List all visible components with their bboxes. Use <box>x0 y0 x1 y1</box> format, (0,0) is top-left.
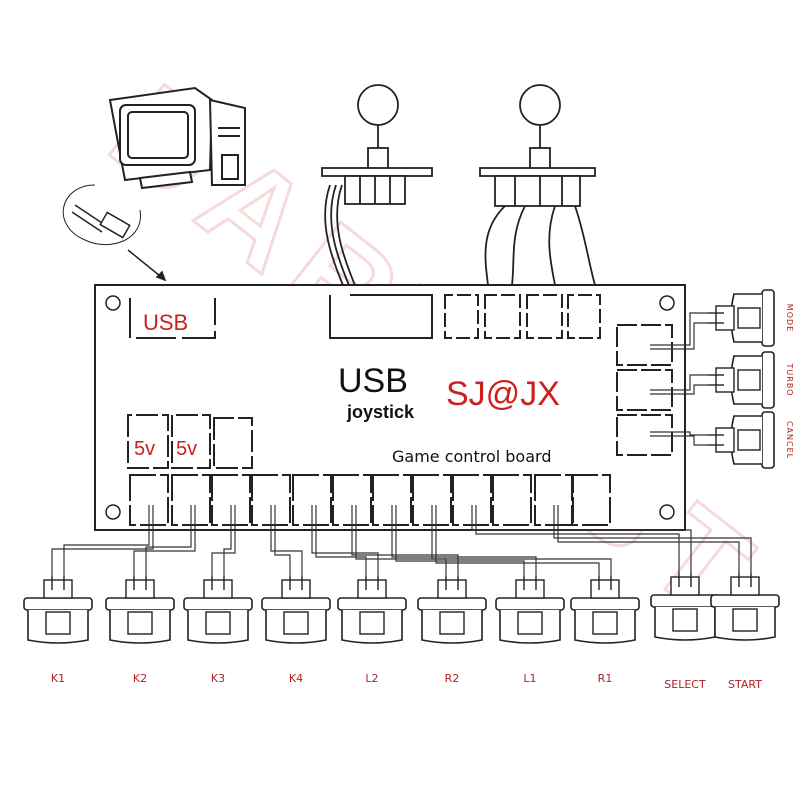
bottom-connector <box>452 474 492 526</box>
arcade-button-turbo: TURBO <box>708 351 794 409</box>
bottom-connector <box>412 474 452 526</box>
button-label: K1 <box>51 672 65 685</box>
arcade-button-cancel: CANCEL <box>708 411 794 469</box>
arcade-button-start: START <box>710 573 780 691</box>
usb-port-connector <box>129 298 216 339</box>
arcade-button-k4: K4 <box>261 576 331 685</box>
button-label: MODE <box>785 304 794 332</box>
wire <box>391 505 537 576</box>
mount-hole-top-right <box>659 295 675 311</box>
button-label: K4 <box>289 672 303 685</box>
wire <box>145 505 192 576</box>
arcade-button-r2: R2 <box>417 576 487 685</box>
bottom-connector <box>534 474 574 526</box>
button-label: R1 <box>598 672 613 685</box>
joystick-left-icon <box>321 84 433 291</box>
bottom-connector <box>492 474 532 526</box>
wire <box>211 505 236 576</box>
wire <box>351 505 459 576</box>
wire <box>355 505 447 576</box>
wire <box>650 374 708 391</box>
wire <box>51 505 154 576</box>
button-wires <box>51 505 752 576</box>
bottom-buttons: K1 K2 K3 K4 L2 R2 L1 R1 SELECT START <box>23 573 780 691</box>
bottom-connector <box>171 474 211 526</box>
arcade-button-k1: K1 <box>23 576 93 685</box>
bottom-connector <box>292 474 332 526</box>
bottom-connector <box>129 474 169 526</box>
wire <box>270 505 303 576</box>
wire <box>63 505 150 576</box>
wire <box>471 505 692 573</box>
mount-hole-top-left <box>105 295 121 311</box>
arcade-button-select: SELECT <box>650 573 720 691</box>
bottom-connector <box>372 474 412 526</box>
arcade-button-r1: R1 <box>570 576 640 685</box>
bottom-connector <box>332 474 372 526</box>
wire <box>650 435 708 446</box>
usb-port-label: USB <box>143 310 188 335</box>
board-brand: SJ@JX <box>446 375 560 413</box>
arcade-button-mode: MODE <box>708 289 794 347</box>
computer-icon <box>108 86 246 190</box>
wire <box>475 505 680 573</box>
bottom-connector <box>251 474 291 526</box>
button-label: L1 <box>523 672 536 685</box>
joystick-connectors <box>329 294 601 339</box>
board-title: USB <box>338 362 408 400</box>
mount-hole-bottom-right <box>659 504 675 520</box>
power-label-2: 5v <box>176 438 197 460</box>
board-caption: Game control board <box>392 447 551 466</box>
wire <box>557 505 740 573</box>
button-label: L2 <box>365 672 378 685</box>
button-label: K3 <box>211 672 225 685</box>
button-label: CANCEL <box>785 421 794 459</box>
wire <box>395 505 525 576</box>
board-subtitle: joystick <box>346 402 415 422</box>
button-label: TURBO <box>785 363 794 397</box>
wire <box>650 322 708 350</box>
joystick-right-icon <box>479 84 596 286</box>
wire <box>435 505 600 576</box>
wire <box>431 505 612 576</box>
button-label: SELECT <box>664 678 706 691</box>
bottom-connector <box>211 474 251 526</box>
wire <box>311 505 379 576</box>
power-label-1: 5v <box>134 438 155 460</box>
mount-hole-bottom-left <box>105 504 121 520</box>
arcade-button-l2: L2 <box>337 576 407 685</box>
bottom-connectors <box>129 474 611 526</box>
wire <box>650 312 708 346</box>
arcade-button-k2: K2 <box>105 576 175 685</box>
control-board: USB 5v 5v USB joystick SJ@JX Game contro… <box>94 284 686 531</box>
arcade-button-k3: K3 <box>183 576 253 685</box>
button-label: R2 <box>445 672 460 685</box>
wire <box>315 505 367 576</box>
power-connectors <box>127 414 253 469</box>
button-label: K2 <box>133 672 147 685</box>
wire <box>553 505 752 573</box>
board-outline <box>94 284 686 531</box>
wire <box>650 431 708 436</box>
wire <box>133 505 196 576</box>
wire <box>274 505 291 576</box>
wire <box>223 505 232 576</box>
usb-plug-icon <box>62 184 167 282</box>
wire <box>650 384 708 395</box>
button-label: START <box>728 678 762 691</box>
right-buttons: MODE TURBO CANCEL <box>650 289 794 469</box>
bottom-connector <box>571 474 611 526</box>
arcade-button-l1: L1 <box>495 576 565 685</box>
